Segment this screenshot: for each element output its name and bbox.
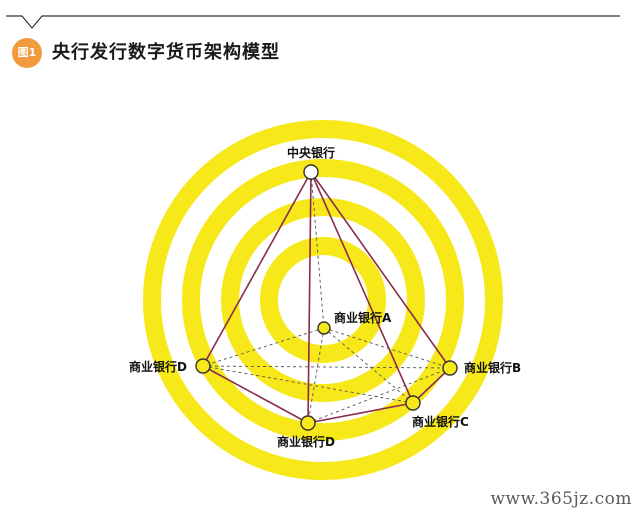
label-bank-a: 商业银行A bbox=[334, 310, 392, 325]
ring-4 bbox=[260, 237, 386, 363]
solid-links bbox=[202, 171, 451, 424]
node-bank-d-left bbox=[195, 358, 211, 374]
link-d-left-d-bottom bbox=[202, 365, 309, 424]
label-bank-d-left: 商业银行D bbox=[129, 359, 187, 374]
link-central-c bbox=[310, 171, 414, 404]
link-a-c bbox=[323, 327, 414, 404]
link-a-d-bottom bbox=[307, 327, 325, 424]
link-central-d-left bbox=[202, 171, 312, 367]
label-bank-c: 商业银行C bbox=[412, 414, 469, 429]
ring-2 bbox=[182, 159, 464, 441]
link-a-b bbox=[323, 327, 451, 369]
label-bank-b: 商业银行B bbox=[464, 360, 521, 375]
link-d-bottom-b bbox=[307, 367, 451, 424]
node-bank-a bbox=[317, 321, 331, 335]
node-central-bank bbox=[303, 164, 319, 180]
concentric-rings bbox=[143, 120, 503, 480]
label-central-bank: 中央银行 bbox=[287, 145, 335, 160]
link-central-d-bottom bbox=[307, 171, 312, 424]
link-central-b bbox=[310, 171, 451, 369]
node-bank-d-bottom bbox=[300, 415, 316, 431]
ring-3 bbox=[221, 198, 425, 402]
link-d-bottom-c bbox=[307, 402, 414, 424]
label-bank-d-bottom: 商业银行D bbox=[277, 434, 335, 449]
watermark-text: www.365jz.com bbox=[490, 489, 632, 509]
nodes bbox=[195, 164, 458, 431]
link-central-a bbox=[310, 171, 325, 329]
figure-title: 央行发行数字货币架构模型 bbox=[52, 42, 280, 63]
header-divider bbox=[6, 15, 620, 29]
figure-badge: 图1 bbox=[12, 38, 42, 68]
node-bank-b bbox=[442, 360, 458, 376]
link-d-left-b bbox=[202, 365, 451, 369]
node-bank-c bbox=[405, 395, 421, 411]
ring-1 bbox=[143, 120, 503, 480]
link-c-b bbox=[412, 367, 451, 404]
dashed-links bbox=[202, 171, 451, 424]
